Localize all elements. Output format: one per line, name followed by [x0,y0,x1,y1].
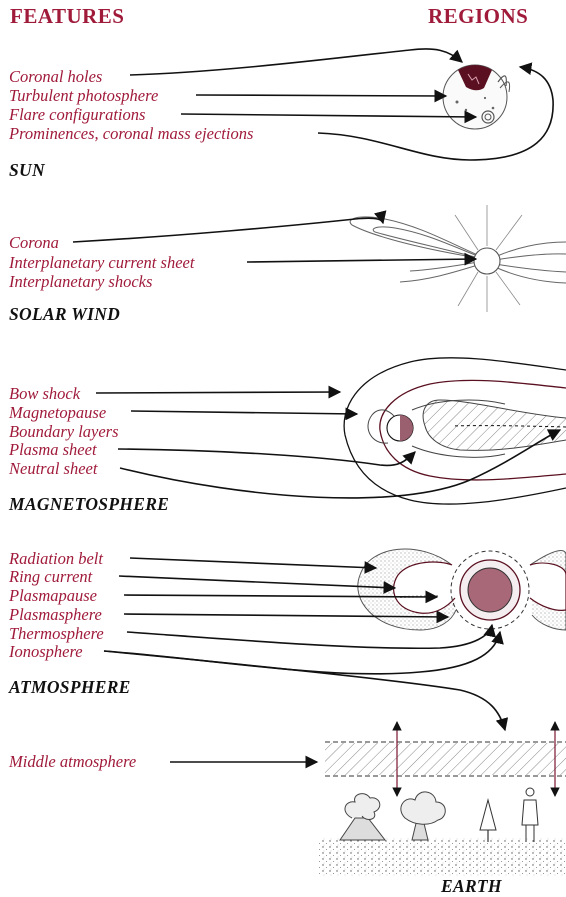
arrow-turbulent-photosphere [196,95,446,96]
arrow-radiation-belt [130,558,376,568]
arrow-bow-shock [96,392,340,393]
atmosphere-region [358,549,566,630]
solar-wind-sun [474,248,500,274]
arrow-plasma-sheet [118,449,415,465]
earth-region [318,722,566,876]
arrow-coronal-holes [130,49,462,75]
middle-atmosphere-band [325,743,566,775]
arrow-current-sheet [247,259,476,262]
person-head [526,788,534,796]
arrow-ionosphere-down [104,651,505,730]
arrow-magnetopause [131,411,357,414]
arrow-corona [73,218,383,242]
plasma-sheet-area [423,400,566,450]
arrow-thermosphere [127,625,492,648]
arrow-ring-current [119,576,395,588]
ground-texture [318,838,566,876]
arrow-flare-configurations [181,114,476,117]
arrow-ionosphere-up [104,632,500,674]
arrow-prominences [318,67,553,160]
earth-atmosphere-disk [468,568,512,612]
volcano [340,818,385,840]
magnetosphere-region [344,358,566,504]
sun-region [443,65,510,129]
